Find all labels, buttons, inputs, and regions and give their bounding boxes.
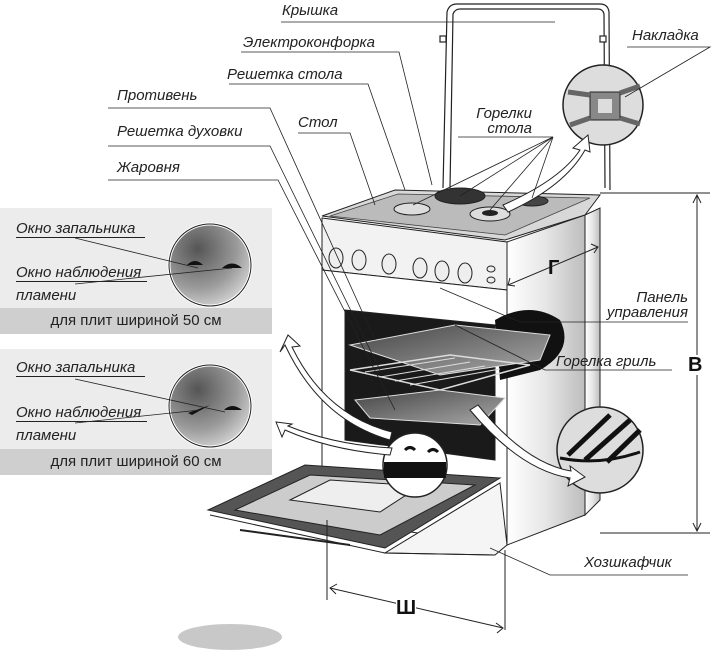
label-grill-burner: Горелка гриль xyxy=(556,354,656,370)
overlay-detail-circle xyxy=(563,65,643,145)
dimension-width: Ш xyxy=(396,598,416,618)
label-electric-hotplate: Электроконфорка xyxy=(243,35,375,51)
side-panel-main xyxy=(507,215,585,545)
label-table-grate: Решетка стола xyxy=(227,67,343,83)
igniter-window-circle-50 xyxy=(169,224,251,306)
label-overlay: Накладка xyxy=(632,28,699,44)
burner-front-left xyxy=(394,203,430,215)
label-table: Стол xyxy=(298,115,338,131)
label-storage-drawer: Хозшкафчик xyxy=(584,555,672,571)
dimension-depth: Г xyxy=(548,258,559,278)
igniter-window-circle-60 xyxy=(169,365,251,447)
label-roasting-pan: Жаровня xyxy=(117,160,180,176)
label-table-burners: Горелки стола xyxy=(462,106,532,136)
label-control-panel: Панель управления xyxy=(600,290,688,320)
dimension-height: В xyxy=(688,355,702,375)
floor-shadow xyxy=(178,624,282,650)
label-oven-rack: Решетка духовки xyxy=(117,124,242,140)
label-lid: Крышка xyxy=(282,3,338,19)
label-baking-tray: Противень xyxy=(117,88,197,104)
flame-window-circle xyxy=(383,433,447,497)
